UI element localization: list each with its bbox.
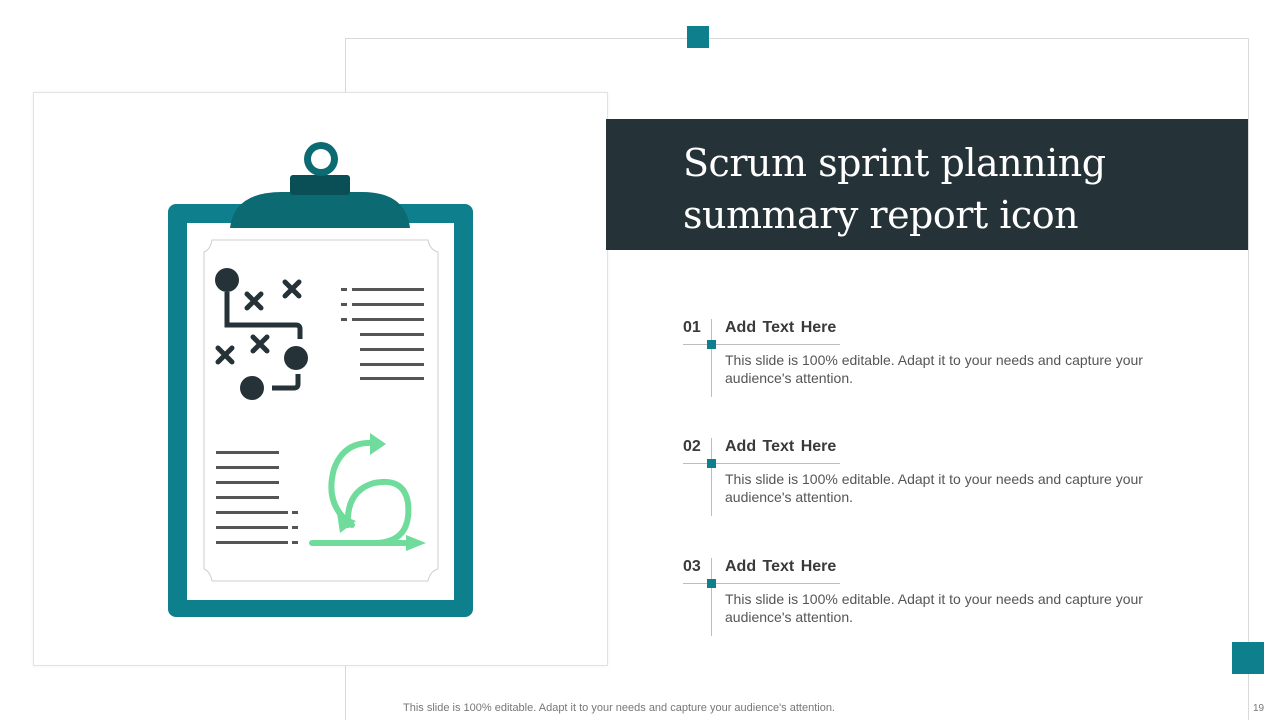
text-lines-top <box>341 288 424 380</box>
list-item: 01 Add Text Here This slide is 100% edit… <box>683 319 1203 399</box>
scrum-cycle-arrows <box>337 433 426 551</box>
accent-square-bottom <box>1232 642 1264 674</box>
item-marker <box>707 340 716 349</box>
scrum-cycle-icon <box>309 439 415 546</box>
accent-square-top <box>687 26 709 48</box>
page-title-line-2: summary report icon <box>683 193 1079 237</box>
item-divider <box>683 344 840 345</box>
item-marker <box>707 579 716 588</box>
clipboard-clip-block <box>290 175 350 195</box>
list-item: 03 Add Text Here This slide is 100% edit… <box>683 558 1203 638</box>
item-body: This slide is 100% editable. Adapt it to… <box>725 471 1143 505</box>
item-heading: Add Text Here <box>725 558 837 575</box>
item-heading: Add Text Here <box>725 438 837 455</box>
item-number: 02 <box>683 438 701 455</box>
page-title-line-1: Scrum sprint planning <box>683 141 1106 185</box>
item-body: This slide is 100% editable. Adapt it to… <box>725 352 1143 386</box>
item-number: 03 <box>683 558 701 575</box>
icon-card <box>33 92 608 666</box>
footer-text: This slide is 100% editable. Adapt it to… <box>403 702 835 714</box>
item-divider <box>683 463 840 464</box>
text-lines-bottom <box>216 451 298 544</box>
item-number: 01 <box>683 319 701 336</box>
scrum-clipboard-icon <box>168 142 473 617</box>
item-connector-line <box>711 319 712 397</box>
page-title: Scrum sprint planning summary report ico… <box>683 137 1223 241</box>
play-diagram <box>215 268 308 400</box>
item-heading: Add Text Here <box>725 319 837 336</box>
page-number: 19 <box>1253 703 1265 714</box>
clipboard-clip <box>230 192 410 228</box>
item-body: This slide is 100% editable. Adapt it to… <box>725 591 1143 625</box>
item-connector-line <box>711 438 712 516</box>
title-banner: Scrum sprint planning summary report ico… <box>606 119 1248 250</box>
item-divider <box>683 583 840 584</box>
item-connector-line <box>711 558 712 636</box>
list-item: 02 Add Text Here This slide is 100% edit… <box>683 438 1203 518</box>
item-marker <box>707 459 716 468</box>
